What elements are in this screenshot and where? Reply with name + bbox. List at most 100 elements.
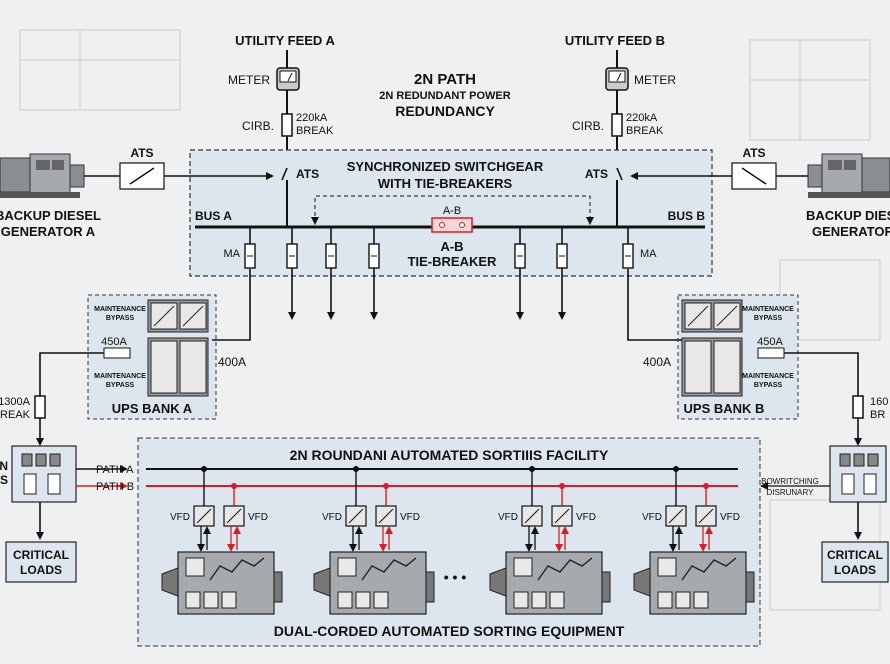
left-panel-label-2: S — [0, 473, 8, 487]
feeder-breaker-icon — [368, 227, 380, 320]
ups-b-breaker-icon — [757, 347, 785, 359]
bus-feeders — [244, 227, 634, 320]
feeder-breaker-icon — [514, 227, 526, 320]
ats-a-label: ATS — [296, 167, 319, 181]
ups-b-bypass-label-2: BYPASS — [754, 382, 783, 389]
right-breaker-rating-2: BR — [870, 409, 885, 421]
diagram-subtitle: 2N REDUNDANT POWER — [379, 90, 510, 102]
switchgear-title: SYNCHRONIZED SWITCHGEAR — [347, 159, 544, 174]
vfd-label: VFD — [170, 512, 190, 523]
ats-a-switch-icon — [281, 167, 288, 181]
feeder-breaker-icon — [325, 227, 337, 320]
right-breaker-rating: 160 — [870, 396, 888, 408]
ups-b-feed-label: 400A — [643, 355, 671, 369]
diagram-title: 2N PATH — [414, 71, 476, 88]
switchgear-subtitle: WITH TIE-BREAKERS — [378, 176, 513, 191]
sorting-machine-icon — [489, 551, 611, 615]
feeder-breaker-icon — [622, 227, 634, 269]
tie-breaker-top-label: A-B — [443, 205, 461, 217]
vfd-icon — [695, 505, 717, 527]
breaker-a-rating-2: BREAK — [296, 125, 334, 137]
meter-b-icon — [605, 67, 629, 91]
bus-b-label: BUS B — [668, 209, 706, 223]
side-note-label: BOWRITCHING — [761, 477, 819, 486]
generator-b-label-2: GENERATOR — [812, 224, 890, 239]
breaker-b-icon — [611, 113, 623, 137]
sorter-unit: VFD VFD — [161, 466, 283, 615]
critical-loads-left-box — [5, 541, 77, 583]
vfd-label: VFD — [642, 512, 662, 523]
left-panel-label: N — [0, 459, 8, 473]
left-breaker-icon — [34, 395, 46, 419]
side-note-label-2: DISRUNARY — [767, 488, 815, 497]
sorting-machine-icon — [313, 551, 435, 615]
generator-a-label-2: GENERATOR A — [1, 224, 96, 239]
ups-a-bypass-label-2: BYPASS — [106, 382, 135, 389]
feeder-breaker-icon — [244, 227, 256, 269]
vfd-label: VFD — [720, 512, 740, 523]
path-a-label: PATH A — [96, 464, 134, 476]
ups-a-maint-label: MAINTENANCE — [94, 306, 146, 313]
vfd-label: VFD — [576, 512, 596, 523]
breaker-a-rating: 220kA — [296, 112, 328, 124]
ats-b-switch-icon — [616, 167, 623, 181]
critical-loads-right-box — [821, 541, 889, 583]
ups-a-bypass-label: BYPASS — [106, 315, 135, 322]
ma-a-label: MA — [224, 248, 241, 260]
meter-a-label: METER — [228, 73, 270, 87]
meter-b-label: METER — [634, 73, 676, 87]
sorter-unit: VFD VFD — [633, 466, 755, 615]
critical-loads-right-label: CRITICAL — [827, 548, 883, 562]
ups-a-rating: 450A — [101, 336, 127, 348]
critical-loads-right-label-2: LOADS — [834, 563, 876, 577]
sorting-machine-icon — [161, 551, 283, 615]
ups-b-maint-label-2: MAINTENANCE — [742, 373, 794, 380]
vfd-icon — [375, 505, 397, 527]
ups-b-cabinet-icon — [681, 299, 743, 397]
vfd-icon — [193, 505, 215, 527]
critical-loads-left-label: CRITICAL — [13, 548, 69, 562]
generator-a-icon — [0, 153, 85, 198]
tie-breaker-icon — [431, 217, 473, 233]
vfd-icon — [551, 505, 573, 527]
ats-a-box-icon — [119, 162, 165, 190]
utility-feed-a-label: UTILITY FEED A — [235, 33, 335, 48]
left-breaker-rating: 1300A — [0, 396, 31, 408]
ats-a-box-label: ATS — [130, 146, 153, 160]
facility-title: 2N ROUNDANI AUTOMATED SORTIIIS FACILITY — [290, 447, 609, 463]
ups-a-breaker-icon — [103, 347, 131, 359]
critical-loads-left-label-2: LOADS — [20, 563, 62, 577]
ups-b-maint-label: MAINTENANCE — [742, 306, 794, 313]
cirb-b-label: CIRB. — [572, 119, 604, 133]
generator-b-icon — [807, 153, 890, 198]
ups-b-rating: 450A — [757, 336, 783, 348]
breaker-b-rating-2: BREAK — [626, 125, 664, 137]
utility-feed-b-label: UTILITY FEED B — [565, 33, 665, 48]
ups-bank-a-label: UPS BANK A — [112, 401, 193, 416]
path-b-label: PATH B — [96, 481, 134, 493]
ups-a-cabinet-icon — [147, 299, 209, 397]
tie-breaker-label-2: TIE-BREAKER — [408, 254, 497, 269]
bus-a-label: BUS A — [195, 209, 232, 223]
facility-footer: DUAL-CORDED AUTOMATED SORTING EQUIPMENT — [274, 623, 625, 639]
breaker-b-rating: 220kA — [626, 112, 658, 124]
feeder-breaker-icon — [556, 227, 568, 320]
vfd-icon — [223, 505, 245, 527]
vfd-label: VFD — [400, 512, 420, 523]
breaker-a-icon — [281, 113, 293, 137]
vfd-label: VFD — [248, 512, 268, 523]
generator-b-label: BACKUP DIESI — [806, 208, 890, 223]
vfd-icon — [345, 505, 367, 527]
ats-b-box-label: ATS — [742, 146, 765, 160]
right-breaker-icon — [852, 395, 864, 419]
diagram-subtitle-2: REDUNDANCY — [395, 103, 495, 119]
tie-dashed-path — [314, 195, 591, 223]
left-panel-icon — [11, 445, 77, 503]
right-panel-icon — [829, 445, 887, 503]
ats-b-label: ATS — [585, 167, 608, 181]
generator-a-label: BACKUP DIESEL — [0, 208, 101, 223]
